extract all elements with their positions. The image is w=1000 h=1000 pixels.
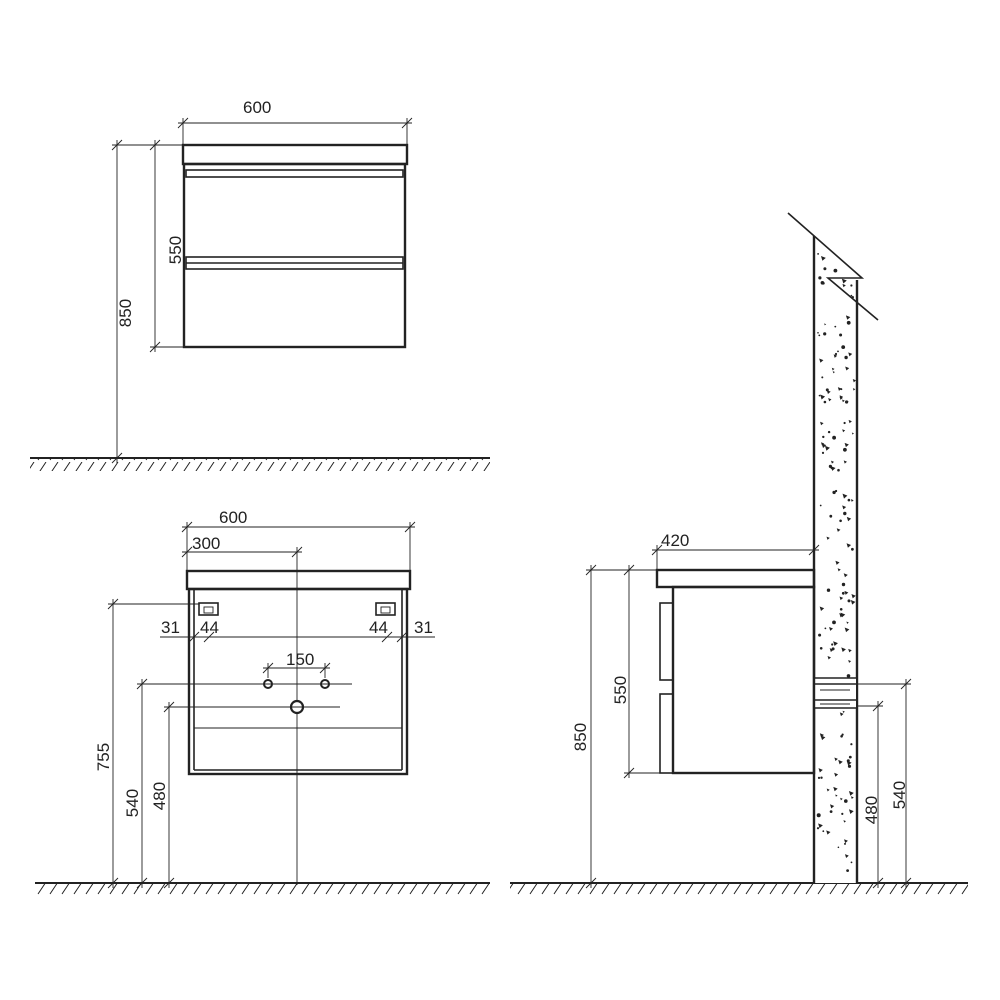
rear-bracket-offsets-dimension: 31 44 44 31	[160, 618, 435, 645]
side-drawer-top	[659, 602, 674, 681]
side-front-height-label: 550	[611, 676, 630, 704]
mount-bracket-left	[198, 602, 219, 616]
rear-countertop	[185, 569, 412, 591]
rear-half-width-label: 300	[192, 534, 220, 553]
side-drain-height-label: 480	[862, 796, 881, 824]
tap-height-label: 540	[123, 789, 142, 817]
side-view: 420 850 550 480	[510, 212, 968, 896]
rear-width-dimension: 600	[181, 508, 416, 571]
rear-half-width-dimension: 300	[181, 534, 303, 558]
side-front-height-dimension: 550	[611, 564, 660, 779]
drawer-top	[185, 169, 404, 178]
side-countertop	[655, 568, 816, 589]
edge-left-label: 31	[161, 618, 180, 637]
side-total-height-label: 850	[571, 723, 590, 751]
side-depth-label: 420	[661, 531, 689, 550]
mount-bracket-right	[375, 602, 396, 616]
tap-height-dimension: 540	[123, 678, 352, 889]
drain-height-dimension: 480	[150, 701, 340, 889]
front-total-height-dimension: 850	[111, 139, 150, 464]
rear-view: 600 300 31 44 44 31	[35, 508, 490, 896]
side-cabinet-body	[671, 585, 816, 775]
front-width-dimension: 600	[177, 98, 413, 145]
front-width-label: 600	[243, 98, 271, 117]
tap-spacing-dimension: 150	[262, 650, 331, 678]
side-drain-height-dimension: 480	[857, 700, 884, 889]
inset-right-label: 44	[369, 618, 388, 637]
mount-height-label: 755	[94, 743, 113, 771]
front-height-dimension: 550	[149, 139, 185, 353]
wall-speckles	[816, 253, 857, 872]
wall-section	[787, 212, 879, 883]
edge-right-label: 31	[414, 618, 433, 637]
drain-height-label: 480	[150, 782, 169, 810]
side-drawer-bottom	[659, 693, 674, 774]
floor-line-side	[510, 882, 968, 896]
front-view: 600 550 850	[30, 98, 490, 471]
side-tap-height-dimension: 540	[857, 678, 912, 889]
rear-cabinet-body	[187, 587, 409, 776]
cabinet-body	[182, 162, 407, 349]
inset-left-label: 44	[200, 618, 219, 637]
mount-height-dimension: 755	[94, 598, 199, 889]
tap-spacing-label: 150	[286, 650, 314, 669]
rear-width-label: 600	[219, 508, 247, 527]
side-depth-dimension: 420	[651, 531, 820, 570]
front-total-height-label: 850	[116, 299, 135, 327]
countertop	[181, 143, 409, 166]
floor-line	[30, 457, 490, 471]
floor-line-rear	[35, 882, 490, 896]
side-total-height-dimension: 850	[571, 564, 657, 889]
front-height-label: 550	[166, 236, 185, 264]
side-tap-height-label: 540	[890, 781, 909, 809]
